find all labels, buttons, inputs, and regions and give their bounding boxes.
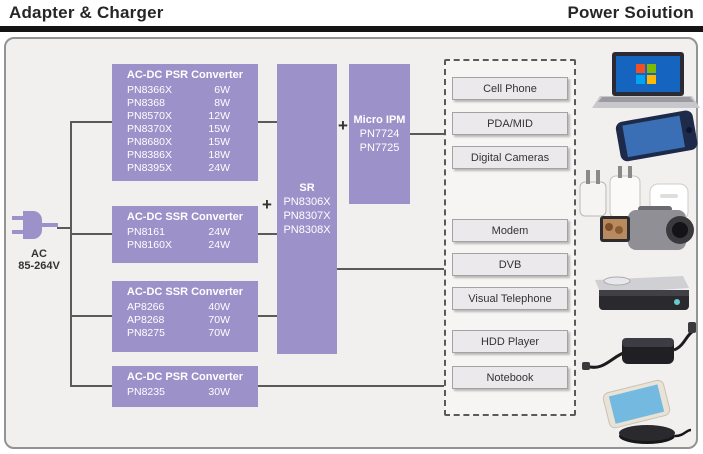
- page-title-left: Adapter & Charger: [9, 3, 164, 22]
- plus-sign-ipm: +: [338, 116, 348, 135]
- part-number: PN8160X: [127, 239, 172, 251]
- connector-ipm-apps: [410, 133, 444, 135]
- sr-block-title: SR: [299, 182, 315, 194]
- micro-ipm-part-number: PN7724: [359, 128, 400, 140]
- converter-box-4-title: AC-DC PSR Converter: [126, 371, 244, 383]
- part-number: PN8395X: [127, 162, 172, 174]
- part-wattage: 6W: [214, 84, 230, 96]
- part-number: PN8275: [127, 327, 165, 339]
- app-label-visual-telephone: Visual Telephone: [452, 287, 568, 310]
- part-wattage: 12W: [208, 110, 230, 122]
- converter-box-1-title: AC-DC PSR Converter: [126, 69, 244, 81]
- part-number: PN8680X: [127, 136, 172, 148]
- part-wattage: 8W: [214, 97, 230, 109]
- part-wattage: 15W: [208, 123, 230, 135]
- app-label-hdd-player: HDD Player: [452, 330, 568, 353]
- connector-box1-sr: [258, 121, 277, 123]
- ac-input-label-line2: 85-264V: [18, 260, 60, 272]
- converter-box-psr-1: AC-DC PSR Converter PN8366X 6W PN8368 8W…: [112, 64, 258, 181]
- app-label-cell-phone: Cell Phone: [452, 77, 568, 100]
- converter-box-ssr-2: AC-DC SSR Converter AP8266 40W AP8268 70…: [112, 281, 258, 352]
- part-number: PN8368: [127, 97, 165, 109]
- part-row: PN8370X 15W: [112, 123, 258, 136]
- part-wattage: 15W: [208, 136, 230, 148]
- connector-branch-2: [71, 233, 112, 235]
- part-wattage: 24W: [208, 162, 230, 174]
- part-number: AP8268: [127, 314, 165, 326]
- app-label-dvb: DVB: [452, 253, 568, 276]
- page-title-right: Power Soiution: [567, 3, 694, 22]
- ac-input-label-line1: AC: [31, 248, 47, 260]
- wireless-charger-phone-image: [602, 379, 692, 444]
- sr-part-number: PN8308X: [283, 224, 331, 236]
- power-adapter-image: [582, 322, 696, 370]
- connector-branch-4: [71, 385, 112, 387]
- connector-box3-sr: [258, 315, 277, 317]
- app-label-digital-cameras: Digital Cameras: [452, 146, 568, 169]
- converter-box-3-title: AC-DC SSR Converter: [126, 286, 244, 298]
- connector-box4-apps: [258, 385, 444, 387]
- sr-part-number: PN8307X: [283, 210, 331, 222]
- connector-branch-3: [71, 315, 112, 317]
- part-row: AP8268 70W: [112, 314, 258, 327]
- part-wattage: 24W: [208, 226, 230, 238]
- micro-ipm-block: Micro IPM PN7724 PN7725: [349, 64, 410, 204]
- smartphone-image: [615, 110, 698, 162]
- connector-branch-1: [71, 121, 112, 123]
- header-divider-bar: [0, 26, 703, 32]
- part-row: PN8161 24W: [112, 226, 258, 239]
- part-row: PN8366X 6W: [112, 84, 258, 97]
- part-row: PN8680X 15W: [112, 136, 258, 149]
- plus-sign-sr: +: [262, 195, 272, 214]
- micro-ipm-part-number: PN7725: [359, 142, 400, 154]
- part-number: PN8370X: [127, 123, 172, 135]
- part-row: PN8570X 12W: [112, 110, 258, 123]
- part-number: PN8235: [127, 386, 165, 398]
- part-wattage: 40W: [208, 301, 230, 313]
- ac-plug-icon: [12, 211, 58, 239]
- camcorder-image: [600, 206, 694, 250]
- connector-sr-apps: [337, 268, 444, 270]
- connector-bus-vertical: [70, 121, 72, 387]
- part-row: AP8266 40W: [112, 301, 258, 314]
- sr-block: SR PN8306X PN8307X PN8308X: [277, 64, 337, 354]
- laptop-image: [592, 52, 700, 108]
- part-wattage: 18W: [208, 149, 230, 161]
- part-number: AP8266: [127, 301, 165, 313]
- micro-ipm-title: Micro IPM: [353, 114, 406, 126]
- part-wattage: 30W: [208, 386, 230, 398]
- converter-box-psr-2: AC-DC PSR Converter PN8235 30W: [112, 366, 258, 407]
- part-wattage: 24W: [208, 239, 230, 251]
- part-number: PN8161: [127, 226, 165, 238]
- converter-box-2-title: AC-DC SSR Converter: [126, 211, 244, 223]
- app-label-modem: Modem: [452, 219, 568, 242]
- part-wattage: 70W: [208, 327, 230, 339]
- ac-input-label: AC 85-264V: [8, 248, 70, 272]
- part-row: PN8386X 18W: [112, 149, 258, 162]
- app-label-notebook: Notebook: [452, 366, 568, 389]
- part-row: PN8160X 24W: [112, 239, 258, 252]
- part-row: PN8395X 24W: [112, 162, 258, 175]
- part-number: PN8386X: [127, 149, 172, 161]
- part-wattage: 70W: [208, 314, 230, 326]
- converter-box-ssr-1: AC-DC SSR Converter PN8161 24W PN8160X 2…: [112, 206, 258, 263]
- part-number: PN8570X: [127, 110, 172, 122]
- sr-part-number: PN8306X: [283, 196, 331, 208]
- part-number: PN8366X: [127, 84, 172, 96]
- part-row: PN8275 70W: [112, 327, 258, 340]
- connector-box2-sr: [258, 233, 277, 235]
- app-label-pda-mid: PDA/MID: [452, 112, 568, 135]
- part-row: PN8368 8W: [112, 97, 258, 110]
- connector-line-plug: [57, 227, 71, 229]
- set-top-box-image: [595, 276, 689, 310]
- part-row: PN8235 30W: [112, 386, 258, 399]
